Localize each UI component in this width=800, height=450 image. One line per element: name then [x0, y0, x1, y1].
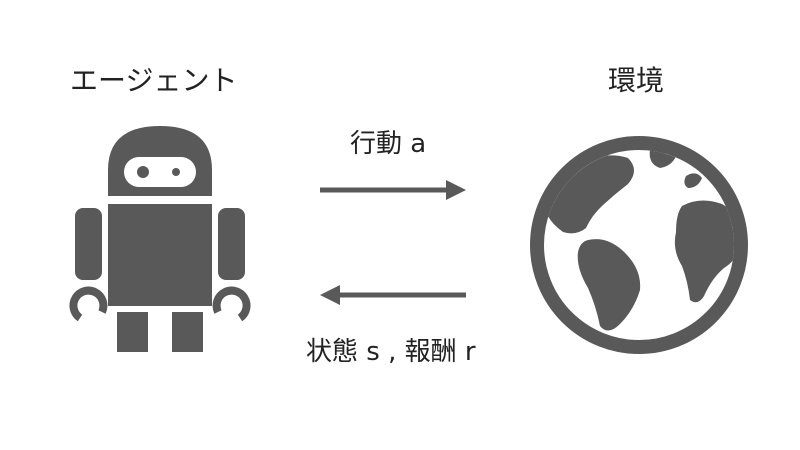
continent-south-america	[577, 239, 641, 331]
agent-title: エージェント	[70, 64, 238, 97]
robot-arm-right	[218, 208, 245, 280]
globe-outline	[530, 136, 748, 354]
action-label: 行動 a	[350, 129, 427, 159]
robot-visor	[124, 157, 196, 187]
robot-eye-right	[172, 168, 180, 176]
robot-body	[108, 204, 212, 306]
environment-title: 環境	[608, 64, 665, 97]
state-reward-label: 状態 s , 報酬 r	[306, 337, 476, 367]
robot-leg-right	[172, 312, 203, 352]
robot-hand-right	[212, 286, 251, 322]
continent-africa	[674, 200, 734, 303]
robot-icon	[69, 126, 251, 352]
action-arrow	[320, 180, 466, 200]
robot-arm-left	[75, 208, 102, 280]
feedback-arrow	[320, 285, 466, 305]
island	[684, 173, 702, 188]
globe-icon	[530, 136, 748, 354]
robot-hand-left	[69, 286, 108, 322]
robot-eye-left	[137, 166, 149, 178]
robot-leg-left	[117, 312, 148, 352]
